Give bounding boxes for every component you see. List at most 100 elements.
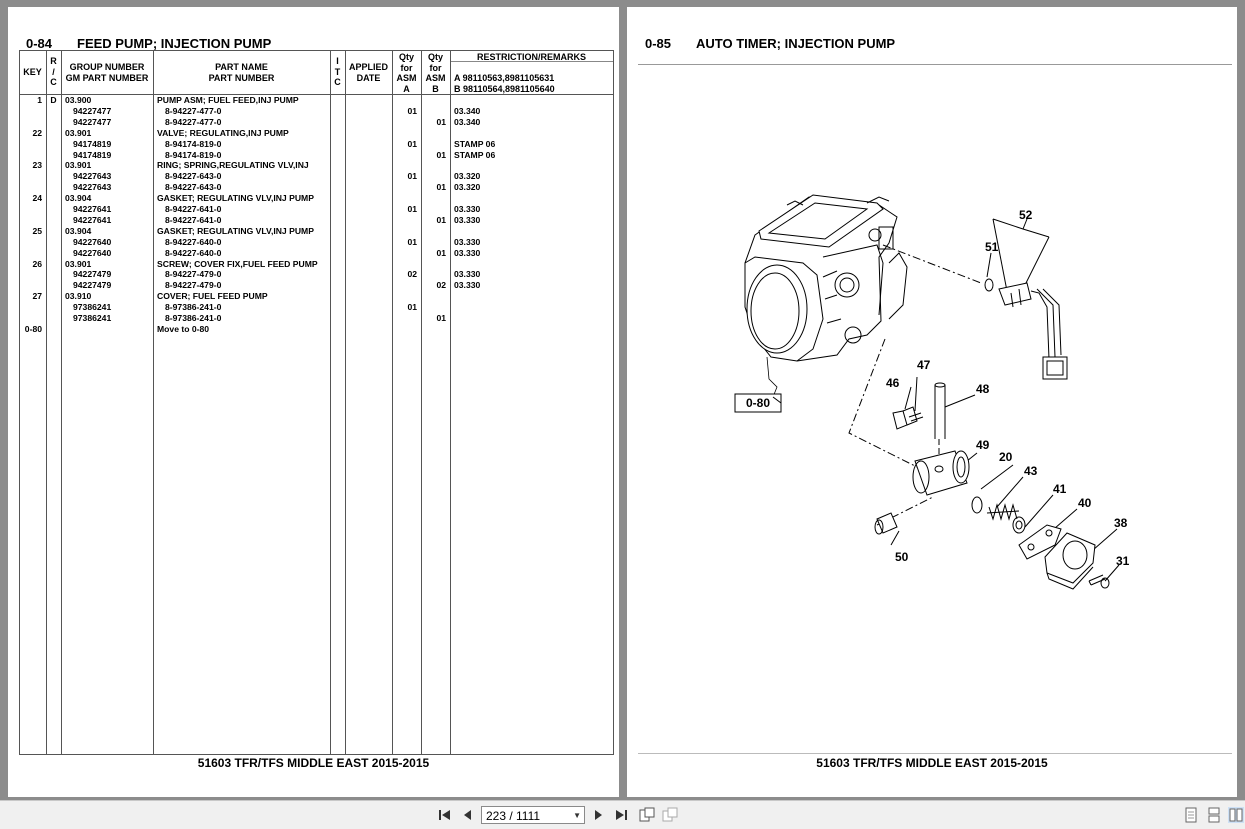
last-page-icon[interactable] — [613, 807, 629, 823]
page-title: AUTO TIMER; INJECTION PUMP — [696, 36, 896, 51]
page-heading: 0-85 AUTO TIMER; INJECTION PUMP — [645, 36, 895, 51]
row-part-name: 8-94227-477-0 — [165, 105, 222, 116]
row-part-name: 8-97386-241-0 — [165, 313, 222, 323]
row-remarks: 03.320 — [454, 182, 481, 193]
prev-page-icon[interactable] — [459, 807, 475, 823]
row-part-name: SCREW; COVER FIX,FUEL FEED PUMP — [157, 258, 318, 269]
row-key: 27 — [32, 291, 42, 302]
row-part-name: 8-94174-819-0 — [165, 149, 222, 160]
row-group-number: 94174819 — [73, 149, 112, 160]
row-remarks: 03.330 — [454, 236, 481, 247]
page-heading: 0-84 FEED PUMP; INJECTION PUMP — [26, 36, 271, 51]
row-part-name: 8-94174-819-0 — [165, 138, 222, 149]
row-group-number: 94227643 — [73, 182, 112, 193]
continuous-page-icon[interactable] — [1206, 807, 1222, 823]
row-group-number: 03.904 — [65, 193, 92, 204]
row-qty-a: 01 — [407, 171, 417, 182]
sensor-drawing — [998, 282, 1068, 380]
row-part-name: PUMP ASM; FUEL FEED,INJ PUMP — [157, 95, 299, 105]
sleeve-drawing — [912, 450, 970, 496]
two-page-icon[interactable] — [1228, 807, 1244, 823]
row-group-number: 97386241 — [73, 302, 112, 313]
single-page-icon[interactable] — [1183, 807, 1199, 823]
row-part-name: 8-94227-641-0 — [165, 214, 222, 225]
fit-width-icon[interactable] — [662, 807, 678, 823]
row-remarks: 03.330 — [454, 214, 481, 225]
page-title: FEED PUMP; INJECTION PUMP — [77, 36, 272, 51]
header-key: KEY — [23, 67, 42, 77]
callout-51: 51 — [985, 240, 999, 254]
callout-41: 41 — [1053, 482, 1067, 496]
page-number-input[interactable]: 223 / 1111 ▼ — [481, 806, 585, 824]
row-key: 24 — [32, 193, 42, 204]
header-rc: R/C — [50, 56, 57, 87]
row-group-number: 94227479 — [73, 280, 112, 291]
row-remarks: 03.330 — [454, 280, 481, 291]
row-part-name: COVER; FUEL FEED PUMP — [157, 291, 268, 302]
row-part-name: 8-94227-479-0 — [165, 269, 222, 280]
row-group-number: 94227477 — [73, 105, 112, 116]
row-group-number: 94227477 — [73, 116, 112, 127]
row-key: 1 — [37, 95, 42, 105]
row-qty-a: 02 — [407, 269, 417, 280]
row-group-number: 03.901 — [65, 127, 92, 138]
row-remarks: STAMP 06 — [454, 149, 496, 160]
row-part-name: 8-94227-643-0 — [165, 182, 222, 193]
callout-46: 46 — [886, 376, 900, 390]
row-qty-a: 01 — [407, 302, 417, 313]
row-part-name: 8-94227-641-0 — [165, 204, 222, 214]
exploded-diagram-page: 0-85 AUTO TIMER; INJECTION PUMP — [627, 7, 1237, 797]
callout-31: 31 — [1116, 554, 1130, 568]
row-key: 22 — [32, 127, 42, 138]
row-remarks: 03.340 — [454, 105, 481, 116]
row-part-name: Move to 0-80 — [157, 323, 210, 334]
callout-38: 38 — [1114, 516, 1128, 530]
callout-47: 47 — [917, 358, 931, 372]
row-part-name: 8-94227-479-0 — [165, 280, 222, 291]
row-group-number: 03.900 — [65, 95, 92, 105]
first-page-icon[interactable] — [437, 807, 453, 823]
row-part-name: GASKET; REGULATING VLV,INJ PUMP — [157, 225, 314, 236]
row-group-number: 94174819 — [73, 138, 112, 149]
callout-20: 20 — [999, 450, 1013, 464]
row-qty-b: 01 — [436, 247, 446, 258]
page-number: 0-85 — [645, 36, 672, 51]
row-part-name: RING; SPRING,REGULATING VLV,INJ — [157, 160, 309, 171]
page-number: 0-84 — [26, 36, 53, 51]
next-page-icon[interactable] — [591, 807, 607, 823]
row-remarks: 03.320 — [454, 171, 481, 182]
row-qty-b: 01 — [436, 149, 446, 160]
row-part-name: GASKET; REGULATING VLV,INJ PUMP — [157, 193, 314, 204]
row-qty-a: 01 — [407, 204, 417, 214]
callout-50: 50 — [895, 550, 909, 564]
row-qty-b: 01 — [436, 182, 446, 193]
row-part-name: VALVE; REGULATING,INJ PUMP — [157, 127, 289, 138]
row-group-number: 94227641 — [73, 204, 112, 214]
row-qty-b: 01 — [436, 116, 446, 127]
row-group-number: 03.910 — [65, 291, 92, 302]
callout-49: 49 — [976, 438, 990, 452]
row-key: 0-80 — [24, 323, 42, 334]
row-key: 23 — [32, 160, 42, 171]
fit-page-icon[interactable] — [639, 807, 655, 823]
header-remarks-b: B 98110564,8981105640 — [454, 84, 555, 94]
row-group-number: 97386241 — [73, 313, 112, 323]
row-remarks: STAMP 06 — [454, 138, 496, 149]
row-rc: D — [50, 95, 57, 105]
page-footer: 51603 TFR/TFS MIDDLE EAST 2015-2015 — [197, 756, 430, 770]
row-group-number: 94227640 — [73, 236, 112, 247]
header-remarks: RESTRICTION/REMARKS — [476, 52, 586, 62]
row-group-number: 03.901 — [65, 160, 92, 171]
chevron-down-icon[interactable]: ▼ — [573, 811, 581, 820]
row-group-number: 94227640 — [73, 247, 112, 258]
callout-52: 52 — [1019, 208, 1033, 222]
callout-40: 40 — [1078, 496, 1092, 510]
callout-48: 48 — [976, 382, 990, 396]
row-part-name: 8-97386-241-0 — [165, 302, 222, 313]
row-remarks: 03.330 — [454, 204, 481, 214]
row-key: 25 — [32, 225, 42, 236]
row-qty-b: 01 — [436, 313, 446, 323]
